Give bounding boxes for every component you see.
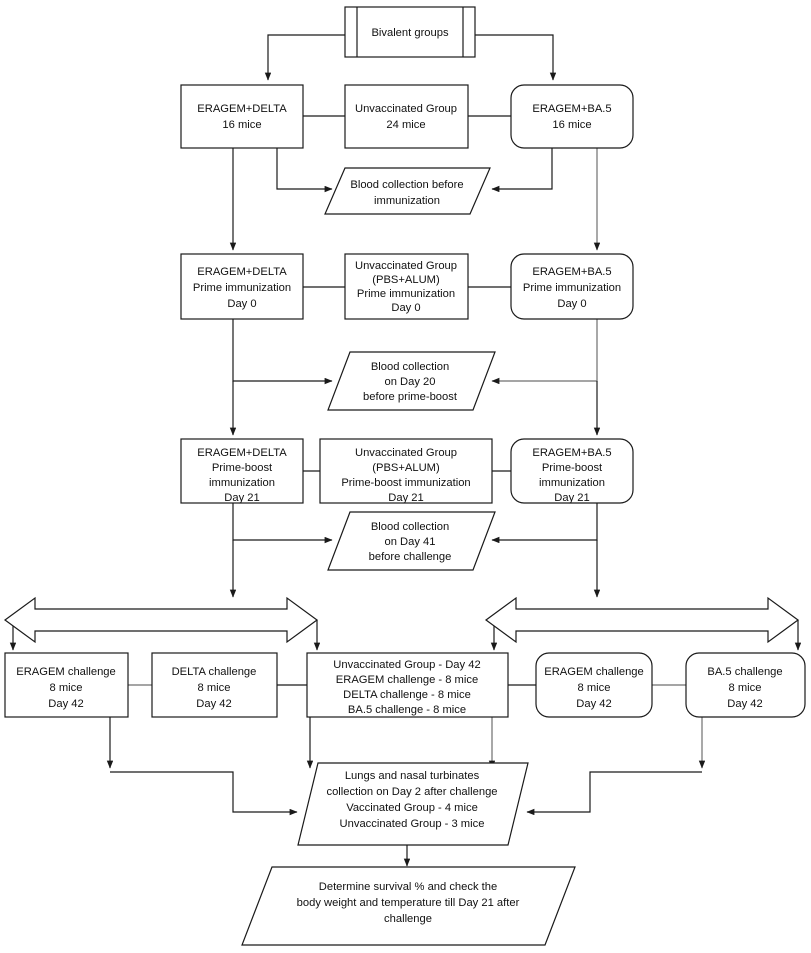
- node-prime-delta[interactable]: ERAGEM+DELTA Prime immunization Day 0: [180, 253, 304, 320]
- node-blood-day41[interactable]: Blood collection on Day 41 before challe…: [327, 511, 496, 571]
- chal-eragem-right-line2: 8 mice: [578, 682, 611, 694]
- boost-unvacc-line4: Day 21: [388, 492, 423, 504]
- conn-boost-delta-to-blood41: [232, 503, 333, 544]
- node-split-right: [484, 596, 800, 644]
- conn-prime-ba5-to-blood20: [491, 319, 598, 385]
- boost-unvacc-line3: Prime-boost immunization: [341, 477, 470, 489]
- chal-unvacc-line4: BA.5 challenge - 8 mice: [348, 704, 466, 716]
- group-delta-line1: ERAGEM+DELTA: [197, 103, 287, 115]
- boost-ba5-line1: ERAGEM+BA.5: [532, 447, 611, 459]
- blood-day20-line3: before prime-boost: [363, 391, 458, 403]
- node-group-unvaccinated[interactable]: Unvaccinated Group 24 mice: [344, 84, 469, 149]
- boost-delta-line1: ERAGEM+DELTA: [197, 447, 287, 459]
- conn-bivalent-to-ba5: [475, 34, 557, 81]
- node-challenge-ba5[interactable]: BA.5 challenge 8 mice Day 42: [685, 652, 806, 718]
- prime-delta-line3: Day 0: [227, 298, 256, 310]
- blood-day20-line2: on Day 20: [385, 376, 436, 388]
- bivalent-groups-label: Bivalent groups: [371, 27, 449, 39]
- conn-merge-right-to-lungs: [526, 771, 702, 816]
- node-challenge-eragem-left[interactable]: ERAGEM challenge 8 mice Day 42: [4, 652, 129, 718]
- chal-ba5-line3: Day 42: [727, 698, 762, 710]
- conn-delta-to-blood0: [276, 148, 333, 193]
- prime-unvacc-line3: Prime immunization: [357, 288, 455, 300]
- chal-delta-line1: DELTA challenge: [172, 666, 257, 678]
- boost-ba5-line4: Day 21: [554, 492, 589, 504]
- boost-delta-line4: Day 21: [224, 492, 259, 504]
- chal-unvacc-line1: Unvaccinated Group - Day 42: [333, 659, 480, 671]
- chal-unvacc-line3: DELTA challenge - 8 mice: [343, 689, 471, 701]
- prime-unvacc-line2: (PBS+ALUM): [372, 274, 440, 286]
- node-boost-ba5[interactable]: ERAGEM+BA.5 Prime-boost immunization Day…: [510, 438, 634, 504]
- chal-unvacc-line2: ERAGEM challenge - 8 mice: [336, 674, 478, 686]
- outcome-line2: body weight and temperature till Day 21 …: [297, 897, 520, 909]
- blood-day20-line1: Blood collection: [371, 361, 449, 373]
- group-ba5-line2: 16 mice: [552, 119, 591, 131]
- lungs-line1: Lungs and nasal turbinates: [345, 770, 480, 782]
- boost-delta-line2: Prime-boost: [212, 462, 273, 474]
- chal-ba5-line2: 8 mice: [729, 682, 762, 694]
- node-prime-unvaccinated[interactable]: Unvaccinated Group (PBS+ALUM) Prime immu…: [344, 253, 469, 320]
- lungs-line3: Vaccinated Group - 4 mice: [346, 802, 478, 814]
- node-blood-before-immunization[interactable]: Blood collection before immunization: [324, 167, 491, 215]
- node-bivalent-groups[interactable]: Bivalent groups: [344, 6, 476, 58]
- node-challenge-delta[interactable]: DELTA challenge 8 mice Day 42: [151, 652, 278, 718]
- group-unvaccinated-line1: Unvaccinated Group: [355, 103, 457, 115]
- blood-day41-line2: on Day 41: [385, 536, 436, 548]
- conn-bivalent-to-delta: [264, 34, 345, 81]
- node-boost-delta[interactable]: ERAGEM+DELTA Prime-boost immunization Da…: [180, 438, 304, 504]
- chal-eragem-left-line2: 8 mice: [50, 682, 83, 694]
- prime-delta-line2: Prime immunization: [193, 282, 291, 294]
- prime-delta-line1: ERAGEM+DELTA: [197, 266, 287, 278]
- boost-ba5-line2: Prime-boost: [542, 462, 603, 474]
- prime-ba5-line2: Prime immunization: [523, 282, 621, 294]
- blood-before-line1: Blood collection before: [350, 179, 463, 191]
- boost-ba5-line3: immunization: [539, 477, 605, 489]
- boost-unvacc-line1: Unvaccinated Group: [355, 447, 457, 459]
- chal-eragem-left-line1: ERAGEM challenge: [16, 666, 116, 678]
- lungs-line2: collection on Day 2 after challenge: [326, 786, 497, 798]
- group-delta-line2: 16 mice: [222, 119, 261, 131]
- blood-before-line2: immunization: [374, 195, 440, 207]
- chal-delta-line2: 8 mice: [198, 682, 231, 694]
- outcome-line3: challenge: [384, 913, 432, 925]
- chal-eragem-right-line3: Day 42: [576, 698, 611, 710]
- node-group-delta[interactable]: ERAGEM+DELTA 16 mice: [180, 84, 304, 149]
- conn-merge-left-to-lungs: [110, 771, 298, 816]
- node-split-left: [3, 596, 319, 644]
- node-blood-day20[interactable]: Blood collection on Day 20 before prime-…: [327, 351, 496, 411]
- chal-ba5-line1: BA.5 challenge: [707, 666, 782, 678]
- node-challenge-unvaccinated[interactable]: Unvaccinated Group - Day 42 ERAGEM chall…: [306, 652, 509, 718]
- lungs-line4: Unvaccinated Group - 3 mice: [340, 818, 485, 830]
- conn-boost-ba5-to-blood41: [491, 503, 598, 544]
- node-group-ba5[interactable]: ERAGEM+BA.5 16 mice: [510, 84, 634, 149]
- blood-day41-line3: before challenge: [369, 551, 452, 563]
- prime-ba5-line3: Day 0: [557, 298, 586, 310]
- boost-delta-line3: immunization: [209, 477, 275, 489]
- conn-ba5-to-blood0: [491, 148, 553, 193]
- conn-prime-delta-to-blood20: [232, 319, 333, 385]
- prime-unvacc-line4: Day 0: [391, 302, 420, 314]
- boost-unvacc-line2: (PBS+ALUM): [372, 462, 440, 474]
- outcome-line1: Determine survival % and check the: [319, 881, 497, 893]
- node-challenge-eragem-right[interactable]: ERAGEM challenge 8 mice Day 42: [535, 652, 653, 718]
- prime-unvacc-line1: Unvaccinated Group: [355, 260, 457, 272]
- prime-ba5-line1: ERAGEM+BA.5: [532, 266, 611, 278]
- node-prime-ba5[interactable]: ERAGEM+BA.5 Prime immunization Day 0: [510, 253, 634, 320]
- group-ba5-line1: ERAGEM+BA.5: [532, 103, 611, 115]
- chal-delta-line3: Day 42: [196, 698, 231, 710]
- chal-eragem-right-line1: ERAGEM challenge: [544, 666, 644, 678]
- node-lungs-collection[interactable]: Lungs and nasal turbinates collection on…: [297, 762, 529, 846]
- group-unvaccinated-line2: 24 mice: [386, 119, 425, 131]
- node-outcome[interactable]: Determine survival % and check the body …: [241, 866, 576, 946]
- blood-day41-line1: Blood collection: [371, 521, 449, 533]
- node-boost-unvaccinated[interactable]: Unvaccinated Group (PBS+ALUM) Prime-boos…: [319, 438, 493, 504]
- chal-eragem-left-line3: Day 42: [48, 698, 83, 710]
